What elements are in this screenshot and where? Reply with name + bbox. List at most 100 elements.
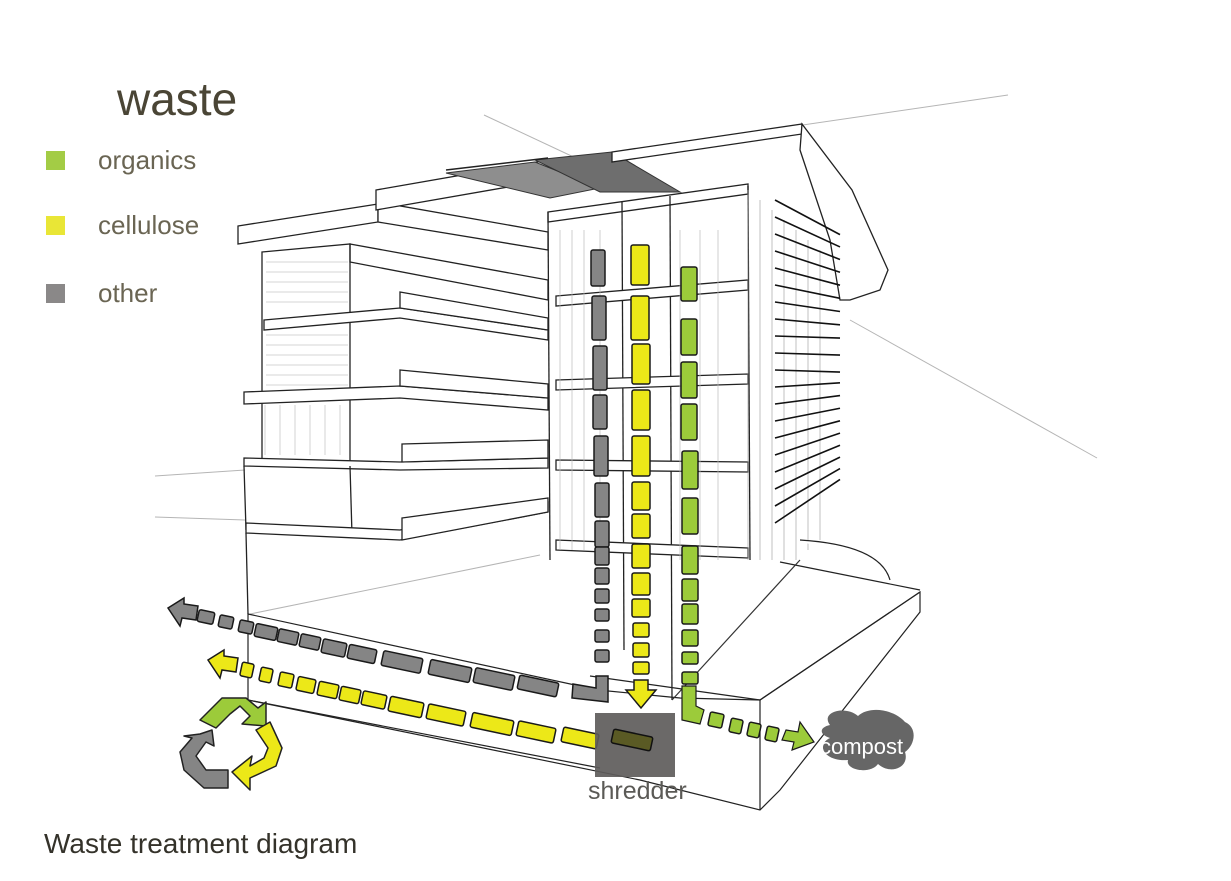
glazed-facade — [261, 243, 351, 463]
other-swatch-icon — [46, 283, 65, 303]
other-flow-block — [591, 295, 607, 341]
cellulose-flow-block — [631, 389, 651, 431]
cellulose-flow-block — [239, 661, 255, 679]
podium-front-edge — [589, 675, 761, 701]
cellulose-flow-block — [425, 703, 467, 727]
louvre-blade — [774, 216, 841, 248]
louvre-blade — [774, 250, 841, 274]
organics-flow-block — [707, 711, 725, 729]
compost-label: compost — [820, 734, 904, 759]
louvre-blade — [774, 369, 841, 373]
other-flow-block — [593, 435, 609, 477]
organics-flow-block — [764, 725, 780, 743]
organics-flow-block — [681, 651, 699, 665]
podium-top-edge — [759, 591, 921, 701]
other-flow-block — [320, 638, 348, 658]
other-flow-block — [196, 609, 216, 625]
wall-edge — [349, 465, 353, 536]
cellulose-flow-block — [631, 481, 651, 511]
legend-item-cellulose: cellulose — [46, 210, 199, 240]
legend-item-organics: organics — [46, 145, 196, 175]
organics-flow-block — [680, 403, 698, 441]
louvre-blade — [774, 199, 841, 236]
other-flow-block — [594, 608, 610, 622]
cellulose-down-arrow-icon — [624, 679, 658, 710]
cellulose-flow-block — [631, 598, 651, 618]
left-building-block — [237, 159, 549, 615]
perspective-line — [154, 516, 246, 521]
louvre-blade — [774, 301, 841, 313]
louvre-blade — [774, 267, 841, 286]
cellulose-swatch-icon — [46, 215, 65, 235]
recycle-arrow-organics — [199, 697, 267, 729]
cellulose-flow-block — [258, 666, 274, 684]
waste-flows — [166, 244, 815, 751]
organics-flow-block — [681, 450, 699, 490]
legend-title: waste — [117, 73, 238, 125]
floor-edge — [349, 243, 549, 301]
organics-flow-block — [680, 361, 698, 399]
organics-flow-arrow-icon — [781, 720, 815, 751]
louvre-blade — [774, 478, 841, 524]
cellulose-flow-block — [631, 343, 651, 385]
other-flow-block — [472, 667, 516, 691]
louvre-blade — [774, 233, 841, 261]
other-flow-block — [217, 614, 235, 630]
other-flow-block — [253, 622, 279, 642]
legend-label: organics — [98, 144, 197, 175]
louvre-blade — [774, 467, 841, 507]
cellulose-flow-block — [632, 622, 650, 638]
other-flow-block — [594, 546, 610, 566]
cellulose-flow-block — [469, 711, 515, 737]
tower-floor-4 — [555, 539, 749, 559]
balcony-2 — [399, 291, 549, 331]
balcony-3 — [399, 369, 549, 399]
perspective-line — [249, 554, 541, 615]
perspective-line — [154, 469, 246, 477]
louvre-blade — [774, 456, 841, 490]
louvre-blade — [774, 420, 841, 439]
roof-panel-dark — [533, 151, 682, 193]
shredded-cellulose-block — [610, 728, 654, 752]
cellulose-flow-arrow-icon — [206, 648, 239, 680]
other-flow-corner — [571, 675, 609, 703]
recycle-icon — [179, 697, 283, 791]
other-flow-block — [427, 658, 473, 684]
other-flow-block — [594, 588, 610, 604]
other-flow-block — [380, 650, 424, 674]
organics-swatch-icon — [46, 150, 65, 170]
louvre-blade — [774, 444, 841, 473]
cellulose-flow-block — [277, 671, 295, 689]
organics-flow-block — [681, 603, 699, 625]
louvre-blade — [774, 382, 841, 388]
cellulose-flow-block — [515, 720, 557, 744]
other-flow-block — [594, 520, 610, 548]
recycle-arrow-other — [179, 729, 229, 789]
louvre-blade — [774, 335, 841, 339]
other-flow-block — [592, 345, 608, 391]
perspective-line — [483, 114, 581, 161]
organics-flow-block — [681, 545, 699, 575]
roof-slab-side — [377, 201, 549, 251]
cellulose-flow-block — [295, 675, 317, 695]
louvre-blade — [774, 394, 841, 405]
legend-label: cellulose — [98, 209, 200, 240]
diagram-caption: Waste treatment diagram — [44, 828, 358, 859]
organics-flow-corner — [681, 685, 705, 725]
tower-floor-3 — [555, 459, 749, 473]
podium-base — [247, 539, 921, 811]
tower-floor-2 — [555, 373, 749, 391]
other-flow-block — [276, 628, 300, 646]
louvre-blade — [774, 432, 841, 456]
cellulose-flow-block — [632, 642, 650, 658]
other-flow-block — [594, 629, 610, 643]
canopy-edge — [611, 123, 803, 163]
podium-back-edge — [779, 561, 921, 591]
cellulose-flow-block — [631, 572, 651, 596]
cellulose-flow-block — [316, 680, 340, 700]
louvre-blade — [774, 407, 841, 422]
tower-floor-1 — [555, 279, 749, 307]
louvre-blade — [774, 318, 841, 326]
organics-flow-block — [681, 578, 699, 602]
